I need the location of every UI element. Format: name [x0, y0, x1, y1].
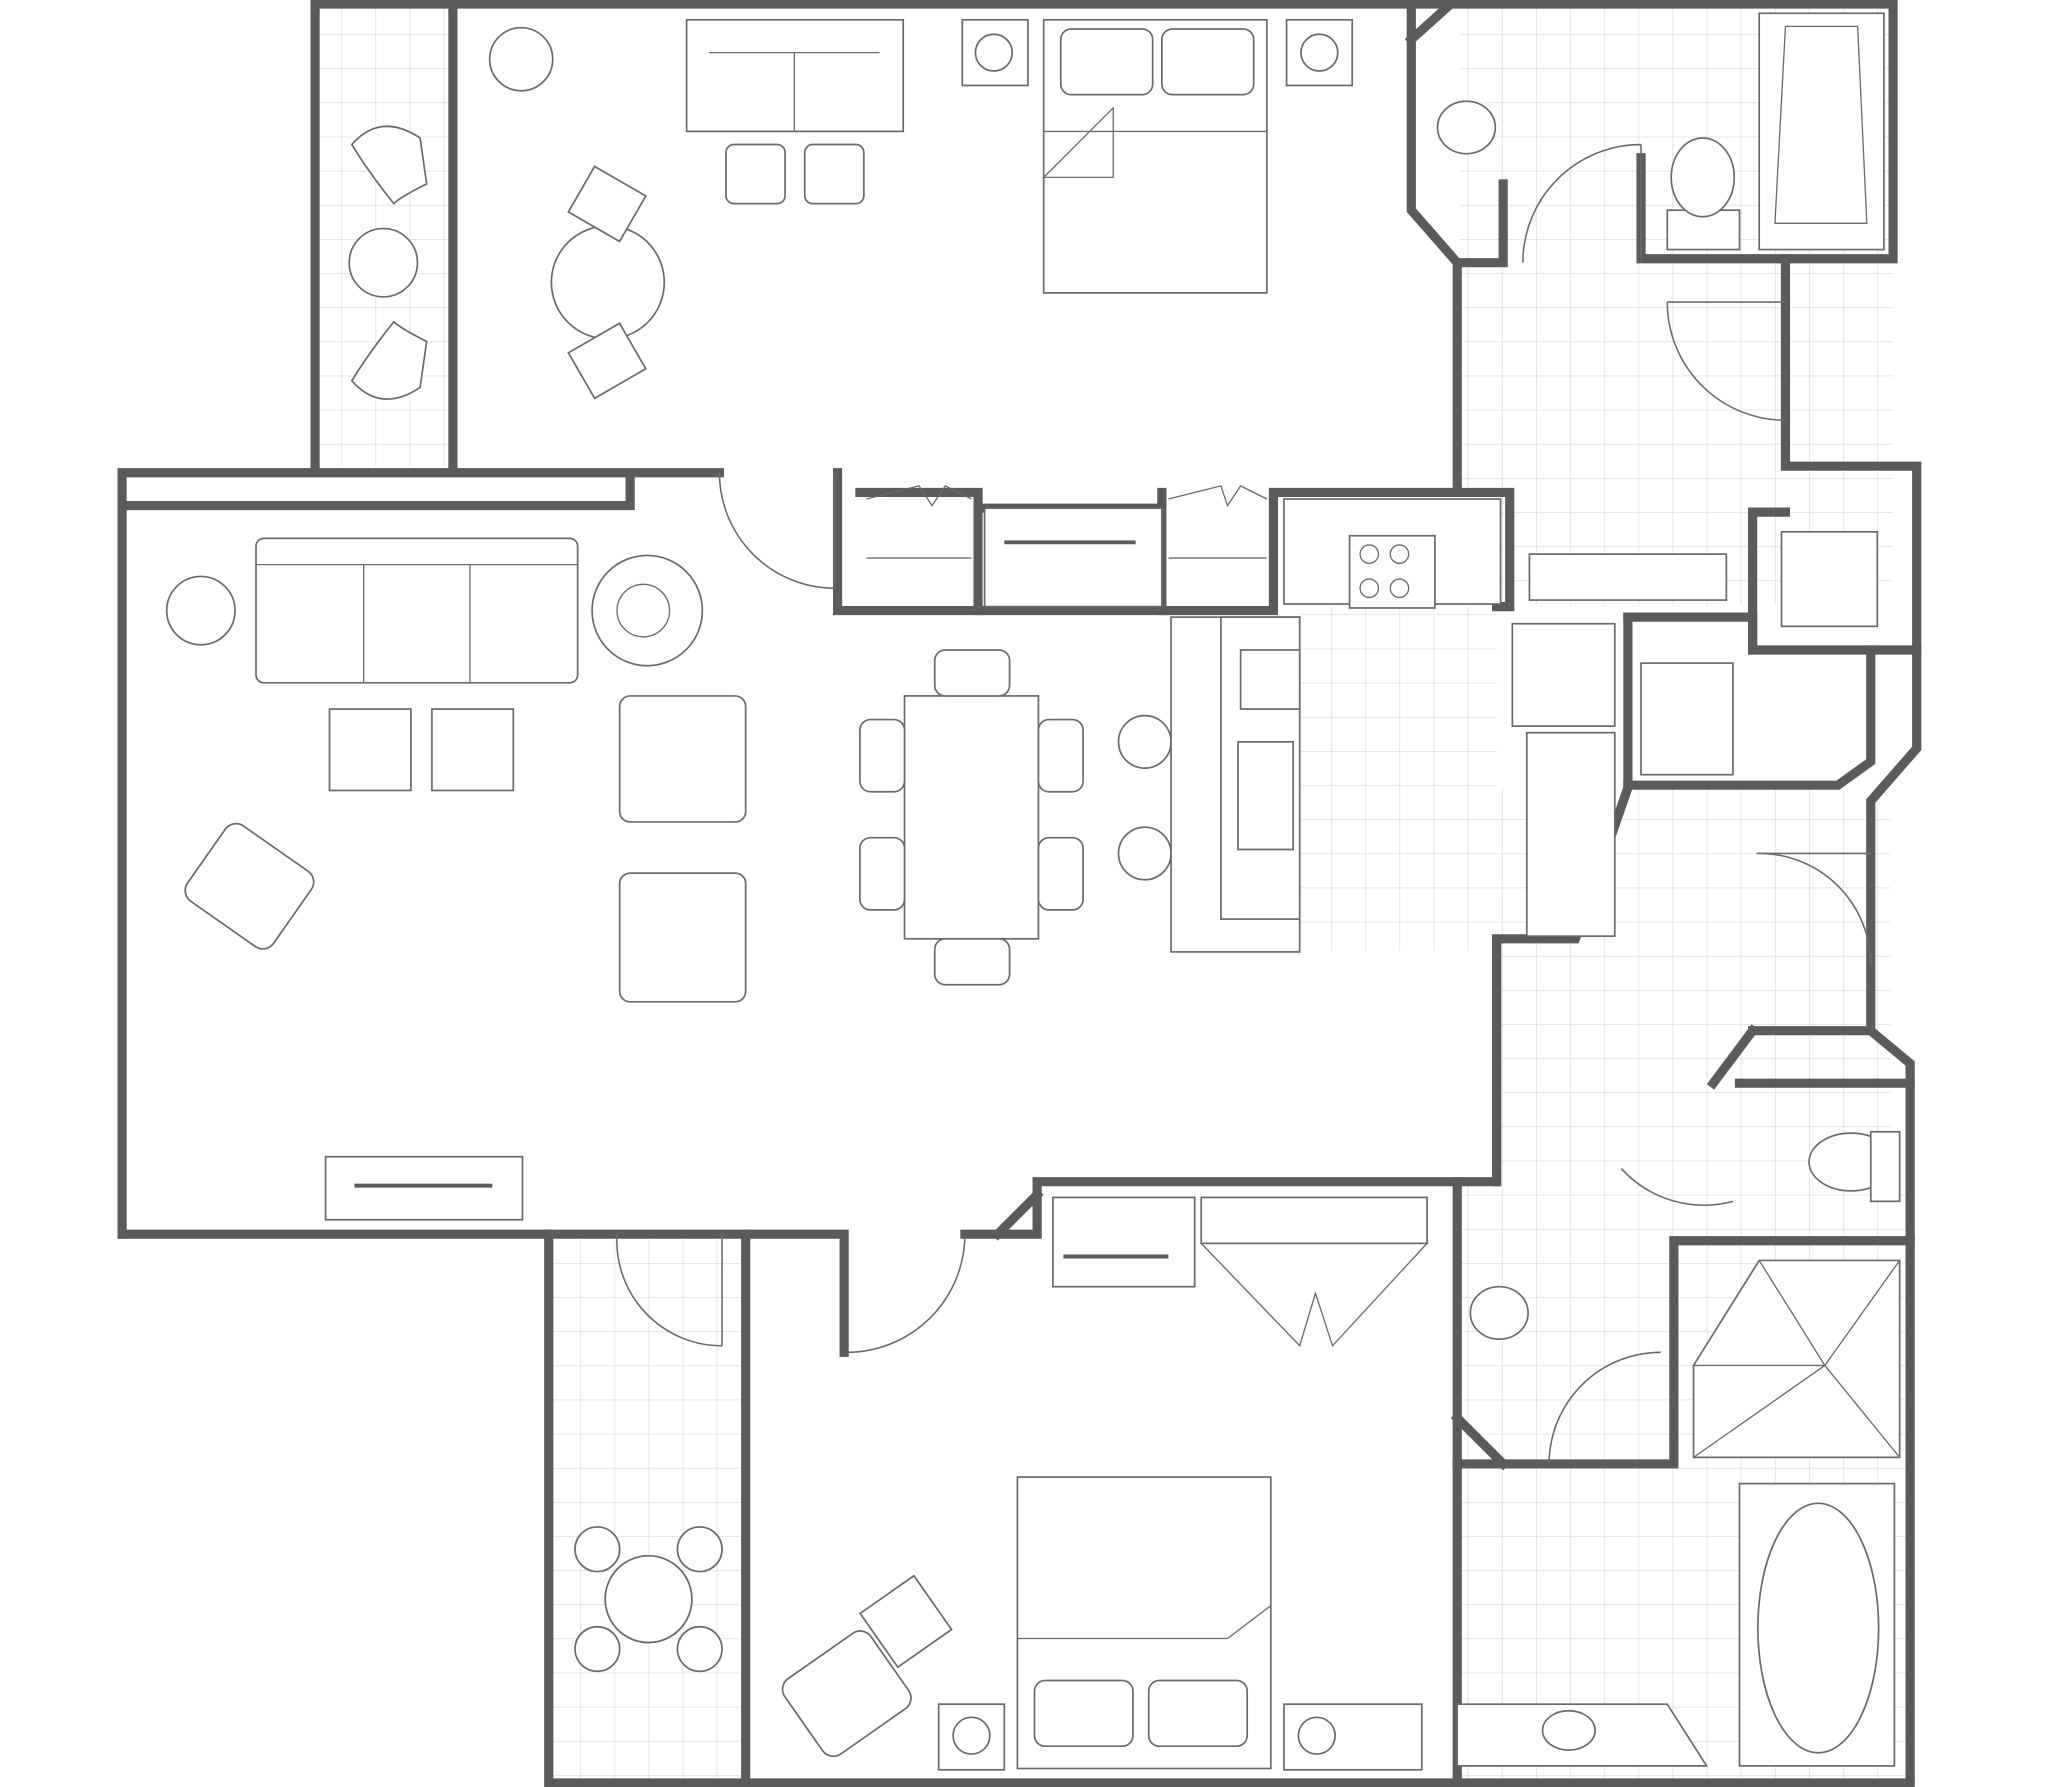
- sink-icon: [1436, 100, 1497, 155]
- dining-chair: [859, 718, 906, 793]
- balcony-chair: [350, 125, 428, 205]
- stove-icon: [1348, 534, 1436, 609]
- door-toilet-icon: [1620, 1168, 1734, 1206]
- kitchen-fixtures: [1170, 498, 1734, 953]
- door-balcony-icon: [616, 1234, 723, 1347]
- water-heater: [1640, 662, 1734, 776]
- door-hall-icon: [1756, 852, 1872, 966]
- end-table-lamp-icon: [591, 554, 704, 667]
- door-closet-icon: [1666, 301, 1786, 422]
- balcony-chair: [676, 1526, 723, 1573]
- closet-shelves: [866, 485, 1268, 608]
- dining-chair: [1037, 836, 1084, 911]
- lamp-table-icon: [488, 26, 554, 92]
- lamp-icon: [1297, 1716, 1336, 1755]
- end-table-lamp-icon: [165, 575, 236, 646]
- balcony-bottom-furniture: [574, 1526, 723, 1673]
- pillow: [1147, 1679, 1249, 1748]
- bedroom2-top-wall: [960, 1177, 1462, 1784]
- armchair: [184, 822, 315, 950]
- balcony-chair: [574, 1526, 621, 1573]
- walls: [117, 0, 1922, 1787]
- vanity2-corner: [1450, 1411, 1510, 1471]
- dresser: [1052, 1196, 1196, 1288]
- armchair: [618, 872, 747, 1003]
- lamp-icon: [1300, 33, 1339, 72]
- hall-right-wall: [1866, 645, 1922, 1036]
- pillow: [1160, 28, 1255, 96]
- balcony-top-wall: [310, 0, 458, 474]
- tv-console: [324, 1155, 524, 1221]
- washer: [1780, 530, 1879, 628]
- dining-chair: [933, 649, 1011, 697]
- door-bedroom2-icon: [846, 1234, 966, 1354]
- dining-chair: [933, 937, 1011, 986]
- refrigerator: [1511, 622, 1616, 727]
- pillow: [1033, 1679, 1134, 1748]
- living-top-wall: [117, 468, 725, 1239]
- vanity-corner: [1404, 0, 1458, 46]
- sink-icon: [1469, 1285, 1529, 1341]
- doors: [616, 143, 1872, 1464]
- sofa: [255, 537, 579, 684]
- shower-wall: [1452, 1236, 1915, 1469]
- master-bath-fixtures: [1436, 12, 1885, 628]
- balcony-chair: [574, 1625, 621, 1673]
- lamp-icon: [952, 1716, 991, 1755]
- balcony-top-furniture: [348, 125, 428, 400]
- bathtub-basin: [1757, 1502, 1880, 1754]
- toilet-icon: [1670, 137, 1736, 218]
- living-bottom-wall: [117, 1229, 849, 1357]
- cabinet: [983, 507, 1163, 608]
- ottoman: [328, 708, 412, 792]
- pillow: [1059, 28, 1154, 96]
- sink-icon: [1541, 1709, 1596, 1751]
- ottoman: [725, 143, 786, 205]
- toilet-wall: [1748, 1026, 1915, 1784]
- dining-furniture: [859, 649, 1172, 986]
- chair: [567, 322, 647, 400]
- dining-table: [903, 695, 1040, 940]
- round-table: [550, 225, 666, 340]
- kitchen-floor: [1299, 606, 1497, 951]
- ottoman: [431, 708, 515, 792]
- dishwasher: [1239, 649, 1301, 710]
- balcony-chair: [676, 1625, 723, 1673]
- master-bedroom-furniture: [488, 18, 1354, 400]
- door-bath2-icon: [1548, 1351, 1661, 1464]
- ottoman: [858, 1574, 953, 1669]
- living-room-furniture: [165, 537, 747, 1221]
- bedroom2-furniture: [781, 1196, 1429, 1771]
- sink-icon: [1237, 741, 1294, 851]
- ottoman: [803, 143, 865, 205]
- bar-stool: [1117, 714, 1172, 769]
- tiled-floors: [319, 6, 1907, 1779]
- balcony-bottom-floor: [551, 1236, 746, 1779]
- balcony-table: [348, 227, 419, 298]
- chair: [567, 165, 647, 243]
- lamp-icon: [974, 33, 1014, 72]
- bar-stool: [1117, 826, 1172, 881]
- shelf: [1528, 553, 1728, 601]
- balcony-chair: [350, 320, 428, 400]
- closet: [1200, 1196, 1428, 1245]
- door-bedroom-icon: [718, 472, 836, 590]
- shower-icon: [1692, 1259, 1901, 1459]
- second-bath-fixtures: [1456, 1130, 1901, 1767]
- dining-chair: [859, 836, 906, 911]
- toilet-tank: [1869, 1130, 1901, 1203]
- bathtub: [1758, 12, 1885, 251]
- toilet-tank: [1666, 209, 1741, 251]
- dining-chair: [1037, 718, 1084, 793]
- laundry-lower-wall: [1623, 612, 1876, 790]
- toilet-niche: [1706, 1024, 1915, 1090]
- pantry: [1525, 731, 1616, 938]
- armchair: [618, 695, 747, 823]
- closet-kitchen-wall: [832, 468, 1515, 616]
- armchair: [781, 1630, 912, 1758]
- hall-bottom-wall: [991, 940, 1502, 1241]
- door-bath-icon: [1522, 143, 1642, 263]
